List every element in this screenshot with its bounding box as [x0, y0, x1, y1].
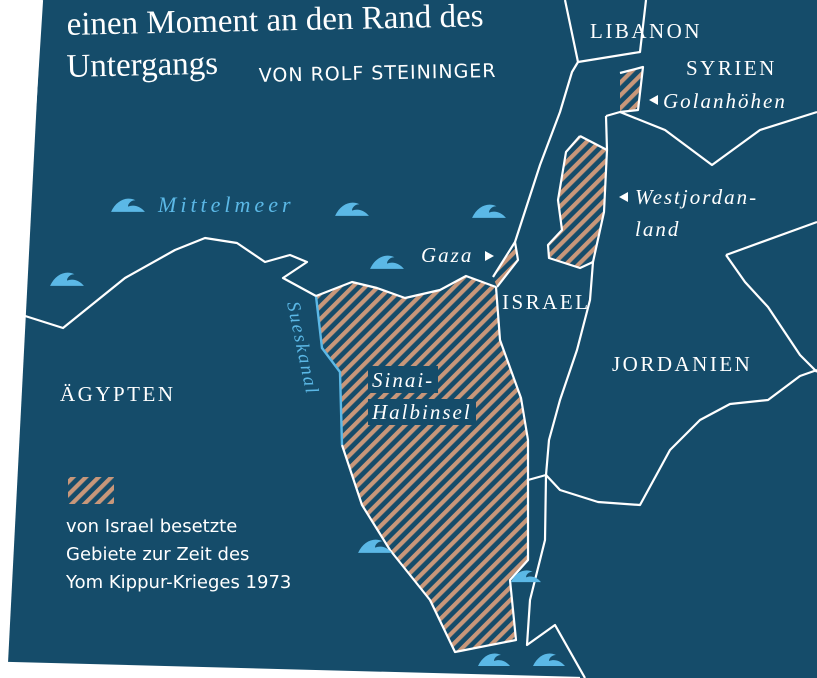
title-line-2: Untergangs [66, 46, 218, 85]
label-sinai-line1: Sinai- [372, 368, 434, 392]
sinai-label-bg [368, 366, 438, 393]
label-golanhoehen: Golanhöhen [663, 89, 787, 113]
label-syrien: SYRIEN [686, 56, 777, 80]
westjordanland-occupied-area [548, 136, 607, 268]
sinai-label-bg [368, 399, 476, 425]
label-sinai-line2: Halbinsel [371, 400, 472, 424]
legend-hatch-swatch [68, 477, 114, 504]
sueskanal-line [314, 295, 344, 446]
label-aegypten: ÄGYPTEN [60, 382, 176, 406]
label-jordanien: JORDANIEN [612, 352, 752, 376]
gaza-occupied-area [493, 242, 518, 287]
country-borders [7, 0, 817, 678]
label-israel: ISRAEL [502, 290, 591, 314]
label-gaza: Gaza [421, 243, 473, 267]
byline: VON ROLF STEININGER [259, 60, 497, 87]
legend-line-1: von Israel besetzte [66, 516, 237, 537]
legend-line-2: Gebiete zur Zeit des [66, 544, 249, 565]
golan-occupied-area [620, 67, 643, 112]
label-westjordanland-line2: land [635, 217, 680, 241]
label-westjordanland-line1: Westjordan- [635, 185, 758, 209]
label-mittelmeer: Mittelmeer [157, 192, 295, 217]
label-libanon: LIBANON [590, 19, 702, 43]
arrow-left-icon [649, 95, 658, 105]
arrow-left-icon [619, 192, 628, 202]
arrow-right-icon [485, 251, 494, 261]
legend-line-3: Yom Kippur-Krieges 1973 [65, 572, 291, 593]
